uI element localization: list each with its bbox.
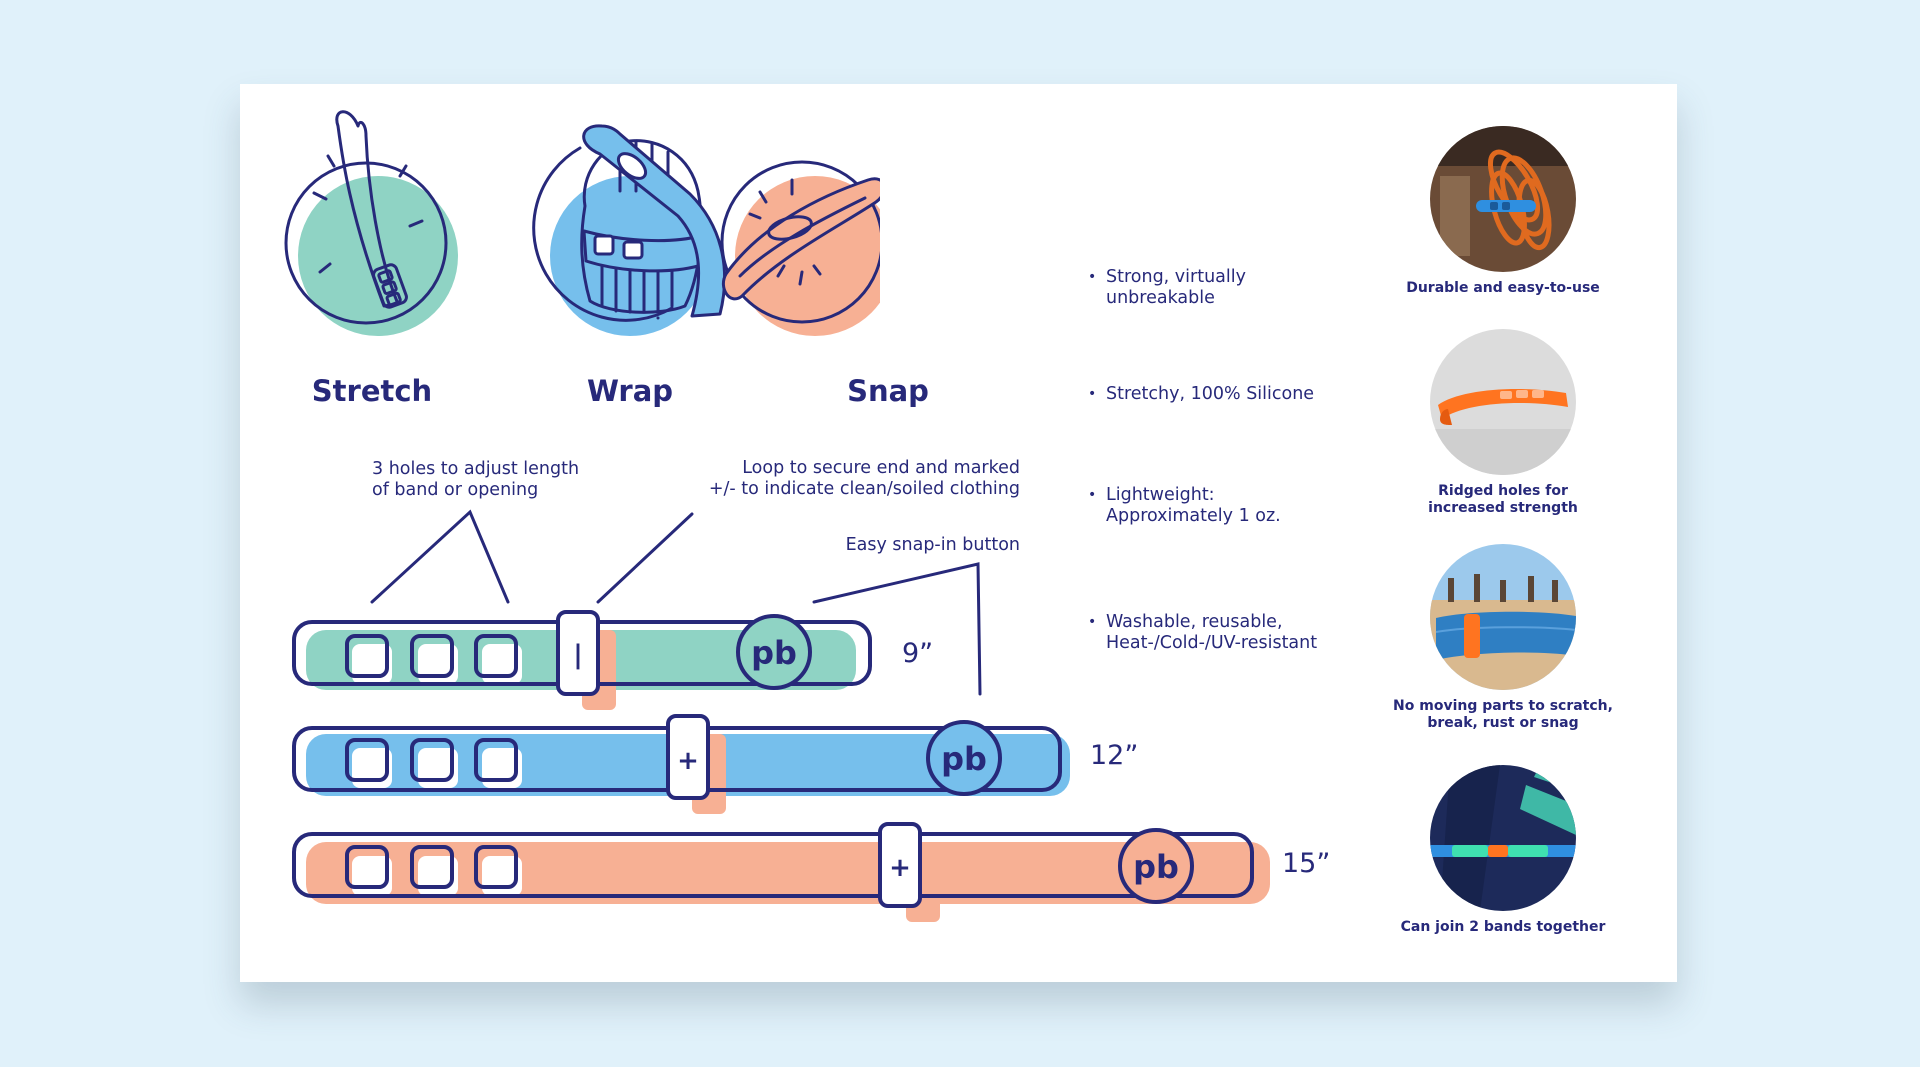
bullet-dot: • [1088, 269, 1097, 285]
band-12-loop-symbol: + [677, 746, 699, 776]
photo-caption-join-line-1: Can join 2 bands together [1400, 919, 1606, 935]
product-card: Stretch Wrap Snap 3 holes to adjust leng… [240, 84, 1677, 982]
feature-icons [284, 110, 880, 336]
feature-label-stretch: Stretch [311, 374, 433, 408]
callout-holes-line-2: of band or opening [372, 480, 539, 500]
photo-item-ridged: Ridged holes for increased strength [1393, 329, 1613, 517]
callout-loop-line-2: +/- to indicate clean/soiled clothing [708, 479, 1020, 499]
bullet-weight-line-2: Approximately 1 oz. [1106, 506, 1281, 526]
extension-cord-photo [1430, 126, 1576, 272]
callout-loop: Loop to secure end and marked +/- to ind… [620, 458, 1020, 500]
joined-bands-photo [1430, 765, 1576, 911]
bullet-weight: • Lightweight: Approximately 1 oz. [1088, 485, 1281, 527]
feature-label-wrap: Wrap [586, 374, 674, 408]
callout-holes-line-1: 3 holes to adjust length [372, 459, 580, 479]
band-12-inch [292, 714, 1070, 814]
band-12-size: 12” [1090, 740, 1139, 771]
bullet-strength-line-1: Strong, virtually [1106, 267, 1246, 287]
band-9-inch [292, 610, 872, 710]
stretch-icon [284, 110, 458, 336]
band-9-loop-symbol: | [573, 640, 583, 670]
bullet-weight-line-1: Lightweight: [1106, 485, 1215, 505]
photo-caption-durable-line-1: Durable and easy-to-use [1406, 280, 1600, 296]
orange-band-photo [1430, 329, 1576, 475]
beach-mat-photo [1430, 544, 1576, 690]
snap-icon [720, 160, 880, 336]
band-9-size: 9” [902, 638, 934, 669]
callout-leader-lines [370, 509, 982, 696]
bullet-material: • Stretchy, 100% Silicone [1088, 384, 1315, 405]
bullet-care-line-2: Heat-/Cold-/UV-resistant [1106, 633, 1318, 653]
bullet-strength: • Strong, virtually unbreakable [1088, 267, 1246, 309]
bullet-care: • Washable, reusable, Heat-/Cold-/UV-res… [1088, 612, 1318, 654]
bullet-care-line-1: Washable, reusable, [1106, 612, 1283, 632]
band-15-logo: pb [1133, 848, 1179, 886]
bullet-dot: • [1088, 487, 1097, 503]
photo-caption-join: Can join 2 bands together [1393, 919, 1613, 936]
callout-holes: 3 holes to adjust length of band or open… [372, 459, 579, 501]
band-12-logo: pb [941, 740, 987, 778]
band-15-inch [292, 822, 1270, 922]
photo-caption-no-moving-parts-line-2: break, rust or snag [1427, 715, 1579, 731]
bands-diagram: | + + pb pb pb [292, 509, 1270, 922]
photo-caption-no-moving-parts: No moving parts to scratch, break, rust … [1393, 698, 1613, 732]
feature-label-snap: Snap [847, 374, 929, 408]
photo-caption-no-moving-parts-line-1: No moving parts to scratch, [1393, 698, 1613, 714]
callout-button: Easy snap-in button [845, 535, 1020, 555]
photo-item-durable: Durable and easy-to-use [1393, 126, 1613, 297]
band-9-logo: pb [751, 634, 797, 672]
photo-item-join: Can join 2 bands together [1393, 765, 1613, 936]
photo-caption-ridged-line-2: increased strength [1428, 500, 1578, 516]
bullet-strength-line-2: unbreakable [1106, 288, 1215, 308]
bullet-dot: • [1088, 614, 1097, 630]
photo-item-no-moving-parts: No moving parts to scratch, break, rust … [1393, 544, 1613, 732]
bullet-dot: • [1088, 386, 1097, 402]
callout-loop-line-1: Loop to secure end and marked [742, 458, 1020, 478]
band-15-size: 15” [1282, 848, 1331, 879]
photo-caption-durable: Durable and easy-to-use [1393, 280, 1613, 297]
wrap-icon [532, 124, 727, 336]
bullet-material-line-1: Stretchy, 100% Silicone [1106, 384, 1315, 404]
photo-caption-ridged: Ridged holes for increased strength [1393, 483, 1613, 517]
band-15-loop-symbol: + [889, 853, 911, 883]
photo-caption-ridged-line-1: Ridged holes for [1438, 483, 1568, 499]
